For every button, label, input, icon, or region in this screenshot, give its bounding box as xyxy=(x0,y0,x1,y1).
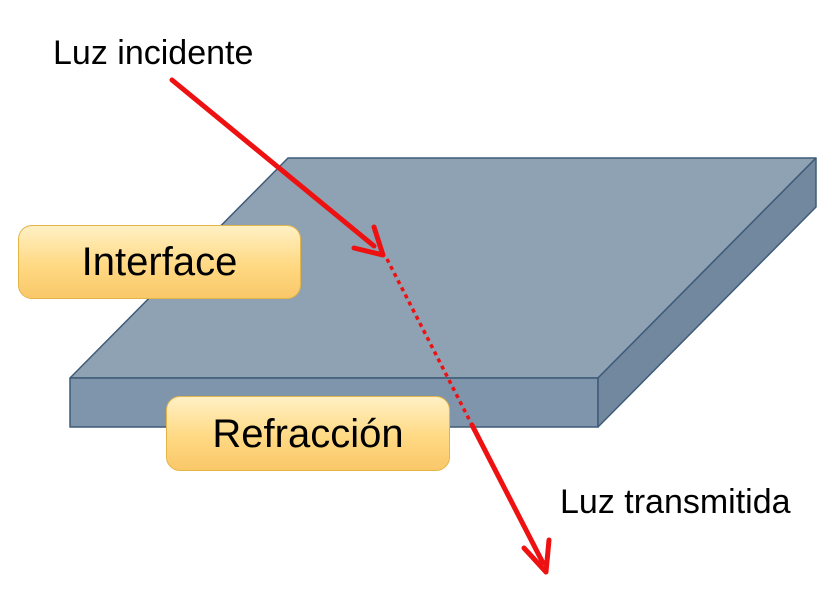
interface-callout-text: Interface xyxy=(81,240,238,284)
incident-ray xyxy=(169,77,386,258)
transmitted-light-label: Luz transmitida xyxy=(560,483,791,521)
refracted-ray-dotted xyxy=(385,258,474,426)
transmitted-ray-line xyxy=(469,422,546,566)
interface-callout: Interface xyxy=(18,225,301,299)
refraction-callout-text: Refracción xyxy=(212,411,404,456)
transmitted-ray xyxy=(469,422,552,575)
slab-side-face xyxy=(597,157,817,428)
refraction-callout: Refracción xyxy=(166,396,450,471)
incident-light-label: Luz incidente xyxy=(53,34,254,72)
transmitted-arrowhead-icon xyxy=(521,537,552,575)
incident-ray-line xyxy=(169,77,377,249)
incident-arrowhead-icon xyxy=(351,224,386,258)
glass-slab xyxy=(69,157,817,428)
